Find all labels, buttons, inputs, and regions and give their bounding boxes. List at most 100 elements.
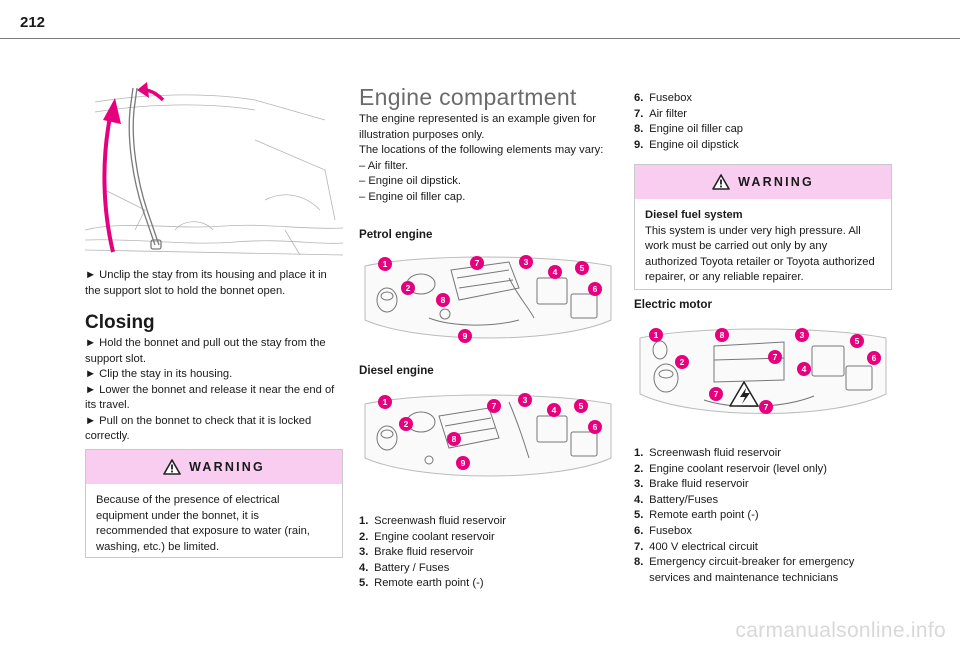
- marker-1: [378, 395, 392, 409]
- marker-label: 7: [764, 402, 769, 412]
- marker-label: 2: [406, 283, 411, 293]
- marker-label: 6: [872, 353, 877, 363]
- marker-label: 1: [383, 259, 388, 269]
- marker-5: [575, 261, 589, 275]
- list-item: 6. Fusebox: [634, 524, 693, 537]
- page-number: 212: [20, 14, 46, 31]
- marker-label: 8: [452, 434, 457, 444]
- warning-box-electrical: WARNING Because of the presence of elect…: [85, 449, 343, 558]
- marker-label: 9: [463, 331, 468, 341]
- marker-2: [675, 355, 689, 369]
- component-list-6-9: 6. Fusebox 7. Air filter 8. Engine oil f…: [634, 91, 892, 153]
- list-item: 8. Engine oil filler cap: [634, 123, 744, 136]
- warning-header: WARNING: [635, 165, 891, 199]
- marker-label: 7: [773, 352, 778, 362]
- header-rule: [0, 38, 960, 39]
- warning-triangle-icon: [163, 459, 181, 475]
- marker-3: [518, 393, 532, 407]
- marker-label: 7: [475, 258, 480, 268]
- warning-title: WARNING: [189, 460, 265, 474]
- marker-2: [399, 417, 413, 431]
- marker-label: 6: [593, 284, 598, 294]
- marker-3: [519, 255, 533, 269]
- marker-6: [588, 420, 602, 434]
- closing-title: Closing: [85, 312, 155, 333]
- list-item: 2. Engine coolant reservoir: [359, 530, 495, 543]
- marker-7: [709, 387, 723, 401]
- marker-label: 5: [855, 336, 860, 346]
- closing-step: ► Lower the bonnet and release it near t…: [85, 383, 335, 412]
- marker-label: 5: [580, 263, 585, 273]
- marker-label: 7: [714, 389, 719, 399]
- marker-6: [867, 351, 881, 365]
- list-item: 6. Fusebox: [634, 92, 693, 104]
- page-title: Engine compartment: [359, 84, 577, 110]
- marker-label: 3: [523, 395, 528, 405]
- marker-label: 6: [593, 422, 598, 432]
- warning-triangle-icon: [712, 174, 730, 190]
- marker-8: [715, 328, 729, 342]
- marker-label: 3: [524, 257, 529, 267]
- marker-5: [574, 399, 588, 413]
- marker-label: 8: [720, 330, 725, 340]
- marker-label: 4: [802, 364, 807, 374]
- marker-7: [768, 350, 782, 364]
- marker-4: [797, 362, 811, 376]
- marker-label: 1: [654, 330, 659, 340]
- closing-step: ► Clip the stay in its housing.: [85, 368, 233, 380]
- petrol-engine-diagram: 1 2 3 4 5 6 7 8 9: [364, 255, 612, 343]
- diesel-engine-label: Diesel engine: [359, 364, 434, 377]
- diesel-markers: [378, 393, 602, 470]
- petrol-markers: [378, 255, 602, 343]
- list-item: 4. Battery / Fuses: [359, 561, 450, 574]
- warning-box-diesel: WARNING Diesel fuel system This system i…: [634, 164, 892, 290]
- marker-4: [548, 265, 562, 279]
- warning-heading: Diesel fuel system: [645, 209, 743, 221]
- marker-5: [850, 334, 864, 348]
- electric-motor-label: Electric motor: [634, 298, 712, 311]
- marker-label: 3: [800, 330, 805, 340]
- warning-text: Diesel fuel system This system is under …: [635, 199, 891, 294]
- list-item: 1. Screenwash fluid reservoir: [359, 515, 506, 527]
- closing-step: ► Pull on the bonnet to check that it is…: [85, 414, 312, 443]
- marker-label: 5: [579, 401, 584, 411]
- marker-label: 2: [404, 419, 409, 429]
- list-item: 1. Screenwash fluid reservoir: [634, 447, 781, 459]
- marker-label: 4: [553, 267, 558, 277]
- list-item: 3. Brake fluid reservoir: [359, 546, 474, 559]
- marker-label: 2: [680, 357, 685, 367]
- intro-text: The engine represented is an example giv…: [359, 113, 596, 141]
- marker-1: [378, 257, 392, 271]
- warning-text: Because of the presence of electrical eq…: [96, 494, 310, 553]
- list-item: 7. 400 V electrical circuit: [634, 540, 758, 553]
- marker-7: [759, 400, 773, 414]
- unclip-instruction: ► Unclip the stay from its housing and p…: [85, 269, 327, 297]
- list-item: 2. Engine coolant reservoir (level only): [634, 462, 827, 475]
- watermark: carmanualsonline.info: [735, 619, 946, 642]
- electric-component-list: 1. Screenwash fluid reservoir 2. Engine …: [634, 446, 892, 586]
- marker-7: [470, 256, 484, 270]
- closing-step: ► Hold the bonnet and pull out the stay …: [85, 337, 326, 365]
- intro-block: The engine represented is an example giv…: [359, 112, 617, 205]
- marker-label: 9: [461, 458, 466, 468]
- marker-label: 8: [441, 295, 446, 305]
- location-item: – Air filter.: [359, 159, 409, 172]
- marker-9: [456, 456, 470, 470]
- marker-9: [458, 329, 472, 343]
- marker-label: 1: [383, 397, 388, 407]
- list-item: 5. Remote earth point (-): [359, 577, 484, 590]
- list-item: 3. Brake fluid reservoir: [634, 478, 749, 491]
- electric-motor-diagram: 1 2 3 4 5 6 7 7 7 8: [639, 328, 887, 414]
- marker-6: [588, 282, 602, 296]
- component-list-1-5: 1. Screenwash fluid reservoir 2. Engine …: [359, 514, 617, 592]
- list-item: 9. Engine oil dipstick: [634, 138, 739, 151]
- marker-1: [649, 328, 663, 342]
- warning-header: WARNING: [86, 450, 342, 484]
- warning-title: WARNING: [738, 175, 814, 189]
- closing-steps: ► Hold the bonnet and pull out the stay …: [85, 336, 343, 445]
- petrol-engine-label: Petrol engine: [359, 228, 433, 241]
- marker-4: [547, 403, 561, 417]
- list-item: 8. Emergency circuit-breaker for emergen…: [634, 556, 855, 584]
- marker-8: [447, 432, 461, 446]
- bonnet-stay-illustration: [85, 82, 343, 256]
